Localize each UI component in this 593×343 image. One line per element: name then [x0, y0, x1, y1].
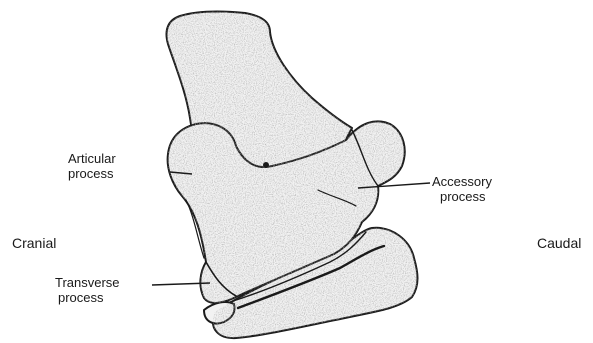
transverse-label-line1: Transverse	[55, 275, 120, 290]
caudal-label: Caudal	[537, 236, 581, 251]
accessory-label-line1: Accessory	[432, 174, 492, 189]
accessory-process-label: Accessory process	[432, 174, 492, 204]
accessory-label-line2: process	[432, 189, 492, 204]
transverse-label-line2: process	[55, 290, 120, 305]
articular-label-line1: Articular	[68, 151, 116, 166]
foramen-mark	[263, 162, 269, 168]
articular-label-line2: process	[68, 166, 116, 181]
transverse-process-label: Transverse process	[55, 275, 120, 305]
cranial-label: Cranial	[12, 236, 56, 251]
articular-process-label: Articular process	[68, 151, 116, 181]
surface-stipple	[167, 11, 418, 338]
